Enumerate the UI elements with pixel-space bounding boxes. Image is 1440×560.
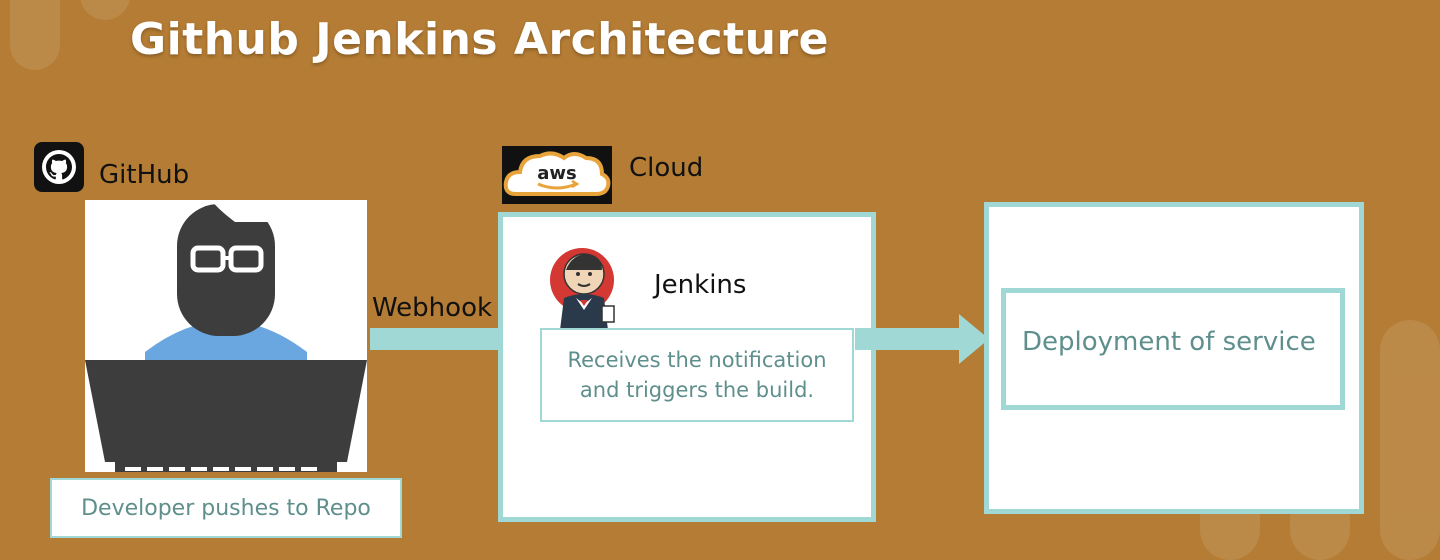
jenkins-caption-line: Receives the notification: [567, 348, 827, 372]
aws-logo-text: aws: [537, 163, 577, 184]
webhook-label: Webhook: [372, 293, 493, 323]
developer-caption: Developer pushes to Repo: [50, 478, 402, 538]
aws-label: Cloud: [629, 153, 704, 183]
jenkins-caption: Receives the notification and triggers t…: [540, 328, 854, 422]
page-title: Github Jenkins Architecture: [130, 14, 830, 65]
background-decoration: [1380, 320, 1440, 560]
github-icon: [34, 142, 84, 192]
deployment-label: Deployment of service: [1001, 288, 1345, 410]
webhook-arrow: [370, 314, 542, 364]
background-decoration: [10, 0, 60, 70]
developer-icon: [85, 200, 367, 472]
deploy-arrow: [855, 314, 989, 364]
jenkins-caption-line: and triggers the build.: [579, 378, 815, 402]
jenkins-icon: [542, 240, 640, 330]
jenkins-label: Jenkins: [654, 270, 747, 300]
aws-icon: aws: [502, 146, 612, 204]
github-label: GitHub: [99, 160, 190, 190]
background-decoration: [80, 0, 130, 20]
